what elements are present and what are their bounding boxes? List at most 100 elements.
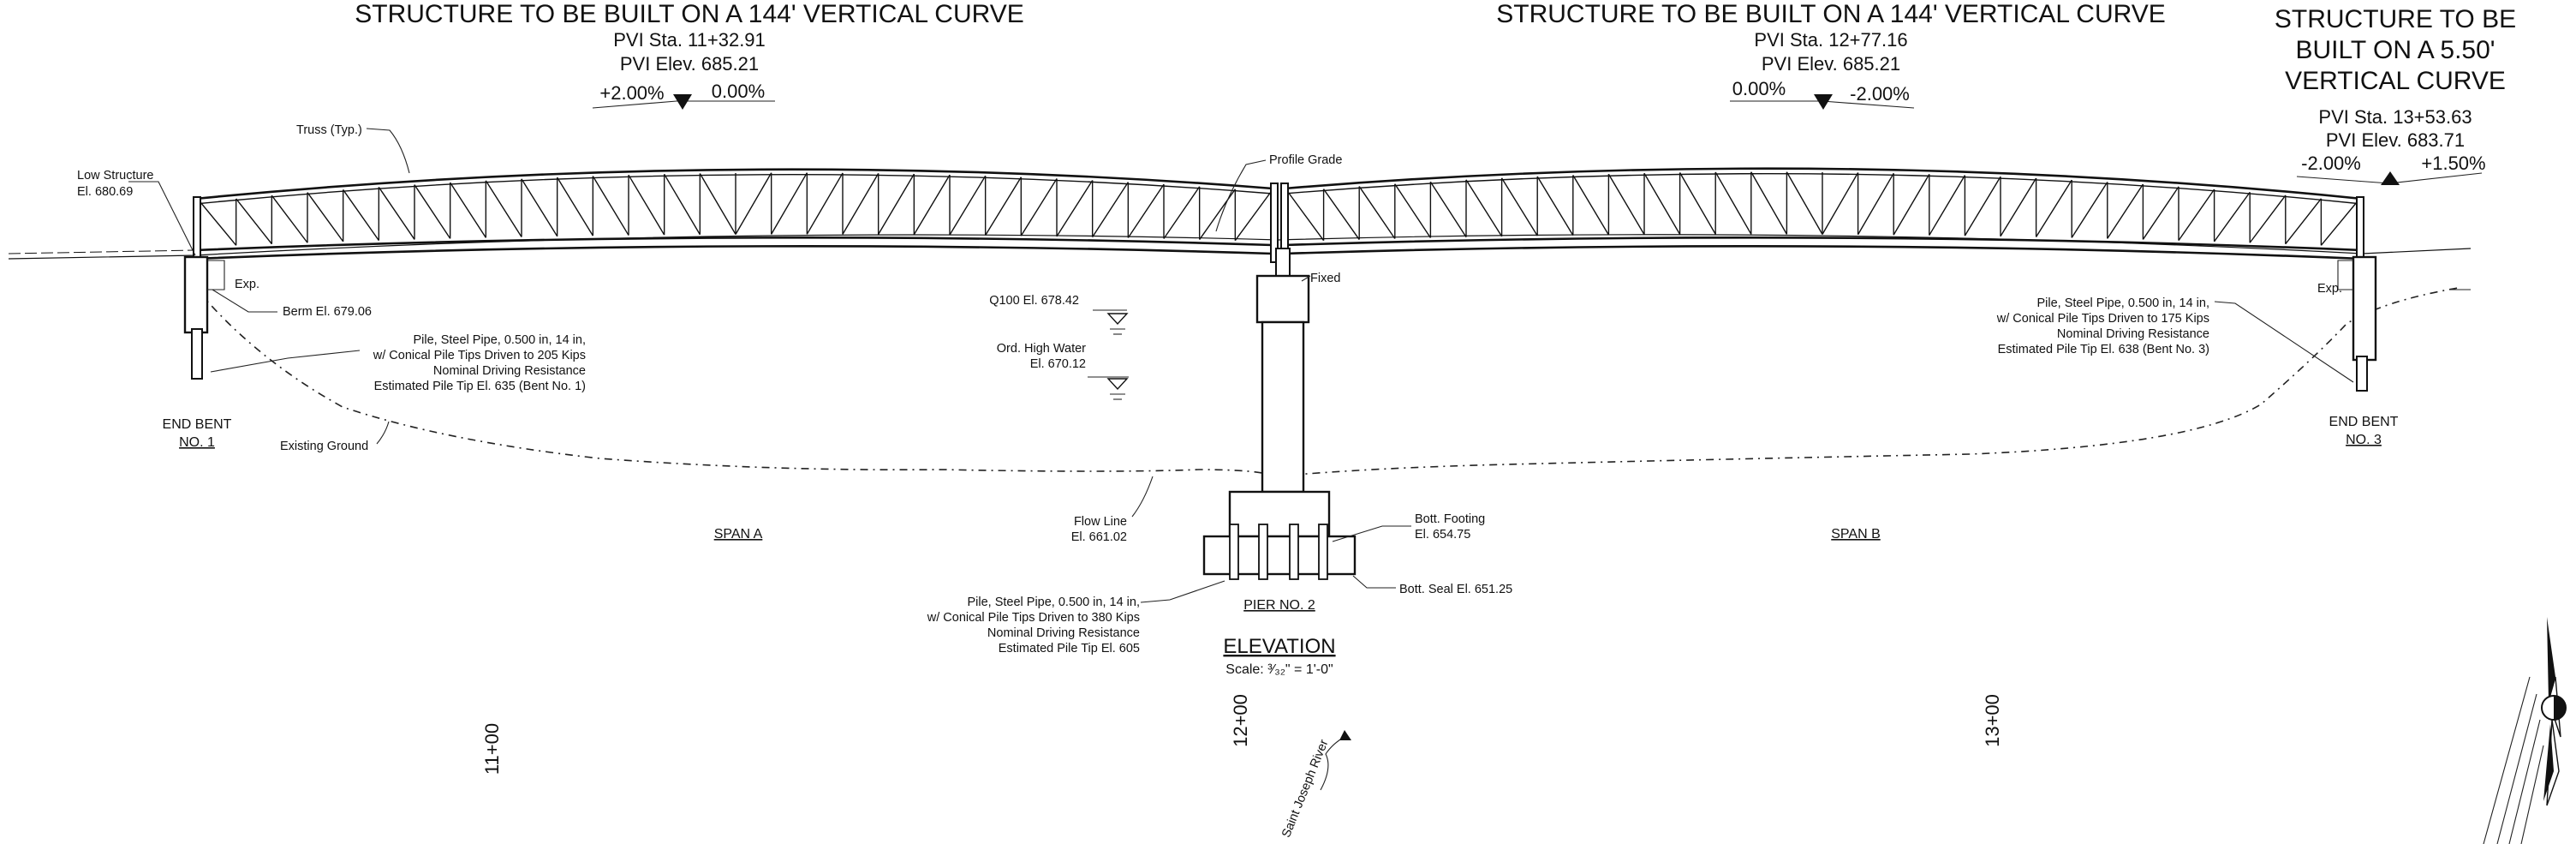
curve-1-title: STRUCTURE TO BE BUILT ON A 144' VERTICAL… — [355, 0, 1024, 28]
pile-bent3-line1: Pile, Steel Pipe, 0.500 in, 14 in, — [2036, 296, 2209, 310]
river-flow-arrow-icon — [1320, 730, 1351, 791]
truss-diagonal — [2036, 179, 2072, 237]
fixed-label: Fixed — [1310, 272, 1340, 285]
water-level-marker-icon — [1088, 376, 1129, 400]
truss-diagonal — [236, 198, 272, 245]
truss-diagonal — [1857, 172, 1894, 236]
vertical-curve-3-annotation: STRUCTURE TO BE BUILT ON A 5.50' VERTICA… — [2275, 5, 2516, 185]
q100-label: Q100 El. 678.42 — [989, 294, 1079, 308]
exp-label-right: Exp. — [2317, 282, 2342, 296]
truss-diagonal — [664, 173, 701, 236]
truss-diagonal — [1786, 171, 1823, 235]
truss-diagonal — [557, 177, 593, 236]
pile-pier2-line3: Nominal Driving Resistance — [987, 626, 1140, 640]
low-structure-label: Low Structure — [77, 169, 153, 183]
elevation-title: ELEVATION — [1223, 635, 1335, 658]
ohw-label: Ord. High Water — [997, 342, 1086, 356]
pile-bent3-line3: Nominal Driving Resistance — [2057, 327, 2209, 341]
truss-diagonal — [628, 174, 665, 236]
river-label: Saint Joseph River — [1279, 738, 1331, 840]
curve-2-grade-in: 0.00% — [1732, 78, 1786, 99]
curve-1-grade-line — [592, 100, 775, 109]
curve-1-sta: PVI Sta. 11+32.91 — [613, 29, 766, 51]
span-a-label: SPAN A — [714, 527, 763, 542]
curve-3-grade-in: -2.00% — [2301, 153, 2361, 174]
truss-diagonal — [2178, 189, 2215, 242]
truss-diagonal — [1127, 183, 1165, 238]
truss-diagonal — [699, 173, 736, 235]
pile-pier2-line4: Estimated Pile Tip El. 605 — [999, 642, 1140, 655]
pier-seal — [1202, 535, 1357, 576]
truss-diagonal — [1536, 176, 1574, 236]
ohw-elev: El. 670.12 — [1030, 357, 1086, 371]
north-arrow-icon — [2483, 617, 2567, 844]
truss-diagonal — [878, 173, 915, 235]
truss-diagonal — [949, 175, 987, 236]
pile-bent1-line4: Estimated Pile Tip El. 635 (Bent No. 1) — [374, 380, 586, 393]
scale-label: Scale: ³⁄₃₂" = 1'-0" — [1225, 662, 1333, 677]
truss-diagonal — [1020, 178, 1058, 236]
truss-diagonal — [1607, 173, 1645, 236]
truss-diagonal — [2285, 198, 2322, 245]
curve-2-title: STRUCTURE TO BE BUILT ON A 144' VERTICAL… — [1496, 0, 2166, 28]
span-b-top-chord — [1284, 167, 2363, 201]
truss-diagonal — [1234, 191, 1272, 242]
end-bent-1 — [183, 255, 225, 380]
bott-footing-elev: El. 654.75 — [1415, 528, 1470, 542]
truss-diagonal — [806, 172, 844, 235]
bott-seal-label: Bott. Seal El. 651.25 — [1399, 583, 1512, 596]
pile-bent1-line3: Nominal Driving Resistance — [433, 364, 586, 378]
truss-diagonal — [2214, 191, 2251, 242]
end-bent-3-number: NO. 3 — [2346, 433, 2382, 447]
truss-diagonal — [1323, 189, 1360, 240]
pile-bent3-line4: Estimated Pile Tip El. 638 (Bent No. 3) — [1998, 343, 2209, 356]
span-b-bottom-chord — [1284, 236, 2363, 252]
truss-diagonal — [378, 187, 415, 240]
vertical-curve-1-annotation: STRUCTURE TO BE BUILT ON A 144' VERTICAL… — [355, 0, 1024, 110]
truss-diagonal — [842, 173, 880, 235]
span-a-bottom-chord — [194, 236, 1273, 252]
station-label-11: 11+00 — [481, 723, 503, 775]
pile-pier2-line2: w/ Conical Pile Tips Driven to 380 Kips — [927, 611, 1140, 625]
truss-diagonal — [1964, 176, 2001, 236]
truss-diagonal — [2000, 177, 2037, 237]
pile-bent3-line2: w/ Conical Pile Tips Driven to 175 Kips — [1996, 312, 2209, 326]
curve-3-elev: PVI Elev. 683.71 — [2326, 129, 2465, 151]
station-label-12: 12+00 — [1230, 694, 1251, 747]
truss-diagonal — [271, 195, 308, 243]
truss-diagonal — [1429, 181, 1467, 237]
pile-pier2-line1: Pile, Steel Pipe, 0.500 in, 14 in, — [967, 596, 1140, 609]
end-bent-3-label: END BENT — [2329, 415, 2399, 429]
station-label-13: 13+00 — [1982, 694, 2003, 747]
truss-diagonal — [1643, 172, 1681, 235]
curve-3-title-line-1: STRUCTURE TO BE — [2275, 5, 2516, 33]
truss-diagonal — [1199, 189, 1236, 240]
truss-label: Truss (Typ.) — [296, 123, 362, 137]
truss-diagonal — [2071, 182, 2108, 238]
truss-diagonal — [985, 177, 1022, 236]
vertical-curve-2-annotation: STRUCTURE TO BE BUILT ON A 144' VERTICAL… — [1496, 0, 2166, 110]
curve-1-elev: PVI Elev. 685.21 — [620, 53, 759, 75]
pvi-marker-icon — [1814, 94, 1833, 110]
pier-footing — [1228, 490, 1331, 538]
truss-diagonal — [2249, 195, 2287, 243]
truss-diagonal — [735, 172, 772, 235]
truss-diagonal — [1893, 174, 1930, 236]
pvi-marker-icon — [673, 94, 692, 110]
curve-3-title-line-3: VERTICAL CURVE — [2285, 67, 2506, 95]
truss-diagonal — [1679, 172, 1716, 235]
truss-diagonal — [200, 201, 237, 246]
curve-2-elev: PVI Elev. 685.21 — [1762, 53, 1900, 75]
curve-3-grade-out: +1.50% — [2421, 153, 2485, 174]
curve-1-grade-in: +2.00% — [599, 82, 664, 104]
truss-diagonal — [343, 189, 379, 242]
leader-lines — [128, 128, 2354, 603]
end-post-right — [2356, 196, 2364, 263]
pile-bent1-line1: Pile, Steel Pipe, 0.500 in, 14 in, — [413, 333, 586, 347]
truss-diagonal — [592, 176, 629, 236]
end-bent-3 — [2337, 255, 2471, 392]
pile-bent1-line2: w/ Conical Pile Tips Driven to 205 Kips — [373, 349, 586, 362]
truss-diagonal — [1501, 177, 1538, 236]
truss-diagonal — [1163, 186, 1201, 239]
span-b-label: SPAN B — [1831, 527, 1881, 542]
